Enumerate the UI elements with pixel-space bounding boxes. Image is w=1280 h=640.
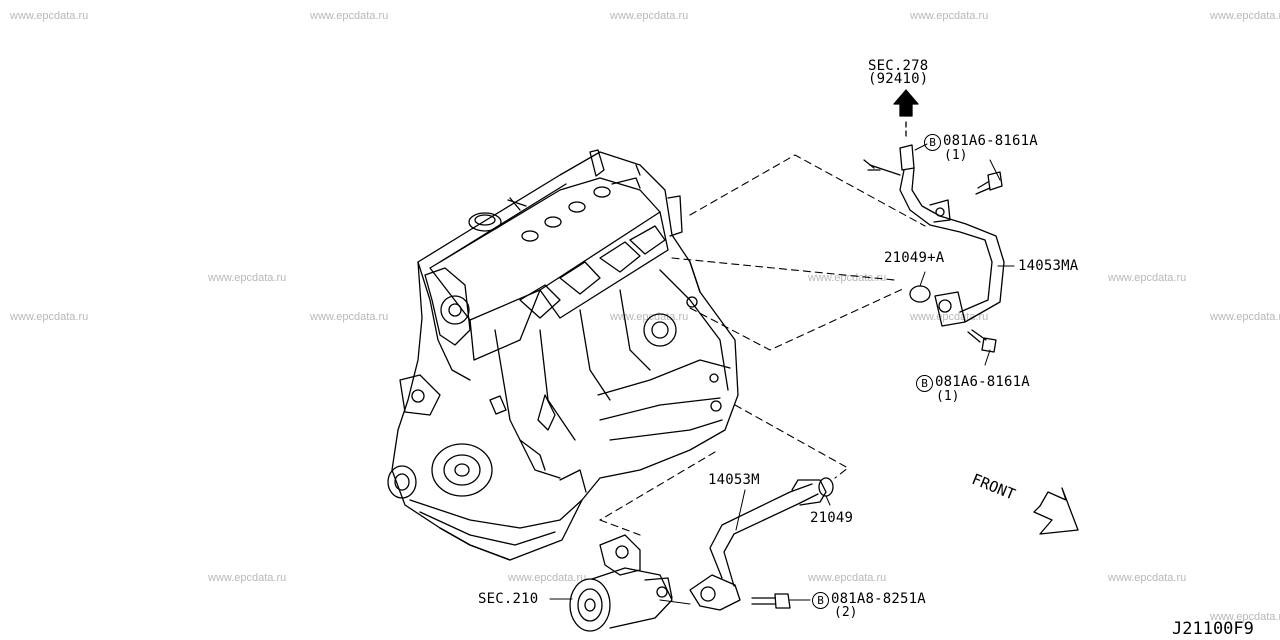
watermark: www.epcdata.ru [1210, 611, 1280, 623]
watermark: www.epcdata.ru [310, 311, 389, 323]
watermark: www.epcdata.ru [310, 10, 389, 22]
watermark: www.epcdata.ru [1210, 311, 1280, 323]
watermark: www.epcdata.ru [610, 10, 689, 22]
bolt-symbol-icon: B [924, 134, 941, 151]
watermark: www.epcdata.ru [1108, 272, 1187, 284]
label-bolt-top-qty: (1) [944, 148, 968, 163]
watermark: www.epcdata.ru [808, 572, 887, 584]
watermark: www.epcdata.ru [10, 311, 89, 323]
label-sec210[interactable]: SEC.210 [478, 591, 539, 607]
label-bolt-mid-part[interactable]: 081A6-8161A [935, 374, 1030, 390]
watermark: www.epcdata.ru [208, 572, 287, 584]
water-hose-upper [863, 144, 1005, 353]
label-gasket[interactable]: 21049 [810, 510, 854, 526]
watermark: www.epcdata.ru [10, 10, 89, 22]
bolt-symbol-icon: B [916, 375, 933, 392]
label-sec278-ref: (92410) [868, 71, 929, 87]
water-pump [569, 534, 673, 632]
water-hose-lower [689, 477, 834, 611]
label-sec278[interactable]: SEC.278 [868, 58, 929, 74]
watermark: www.epcdata.ru [508, 572, 587, 584]
watermark: www.epcdata.ru [610, 311, 689, 323]
watermark: www.epcdata.ru [808, 272, 887, 284]
watermark: www.epcdata.ru [208, 272, 287, 284]
bolt-symbol-icon: B [812, 592, 829, 609]
label-hose-m[interactable]: 14053M [708, 472, 760, 488]
label-bolt-bot-part[interactable]: 081A8-8251A [831, 591, 926, 607]
label-bolt-mid-qty: (1) [936, 389, 960, 404]
front-arrow [1033, 487, 1079, 535]
sec278-arrow [893, 89, 919, 117]
label-hose-ma[interactable]: 14053MA [1018, 258, 1079, 274]
watermark: www.epcdata.ru [910, 10, 989, 22]
label-gasket-a[interactable]: 21049+A [884, 250, 945, 266]
watermark: www.epcdata.ru [1210, 10, 1280, 22]
diagram-code: J21100F9 [1172, 619, 1254, 639]
watermark: www.epcdata.ru [1108, 572, 1187, 584]
label-bolt-bot-qty: (2) [834, 605, 858, 620]
label-bolt-top-part[interactable]: 081A6-8161A [943, 133, 1038, 149]
engine-block [387, 149, 739, 561]
